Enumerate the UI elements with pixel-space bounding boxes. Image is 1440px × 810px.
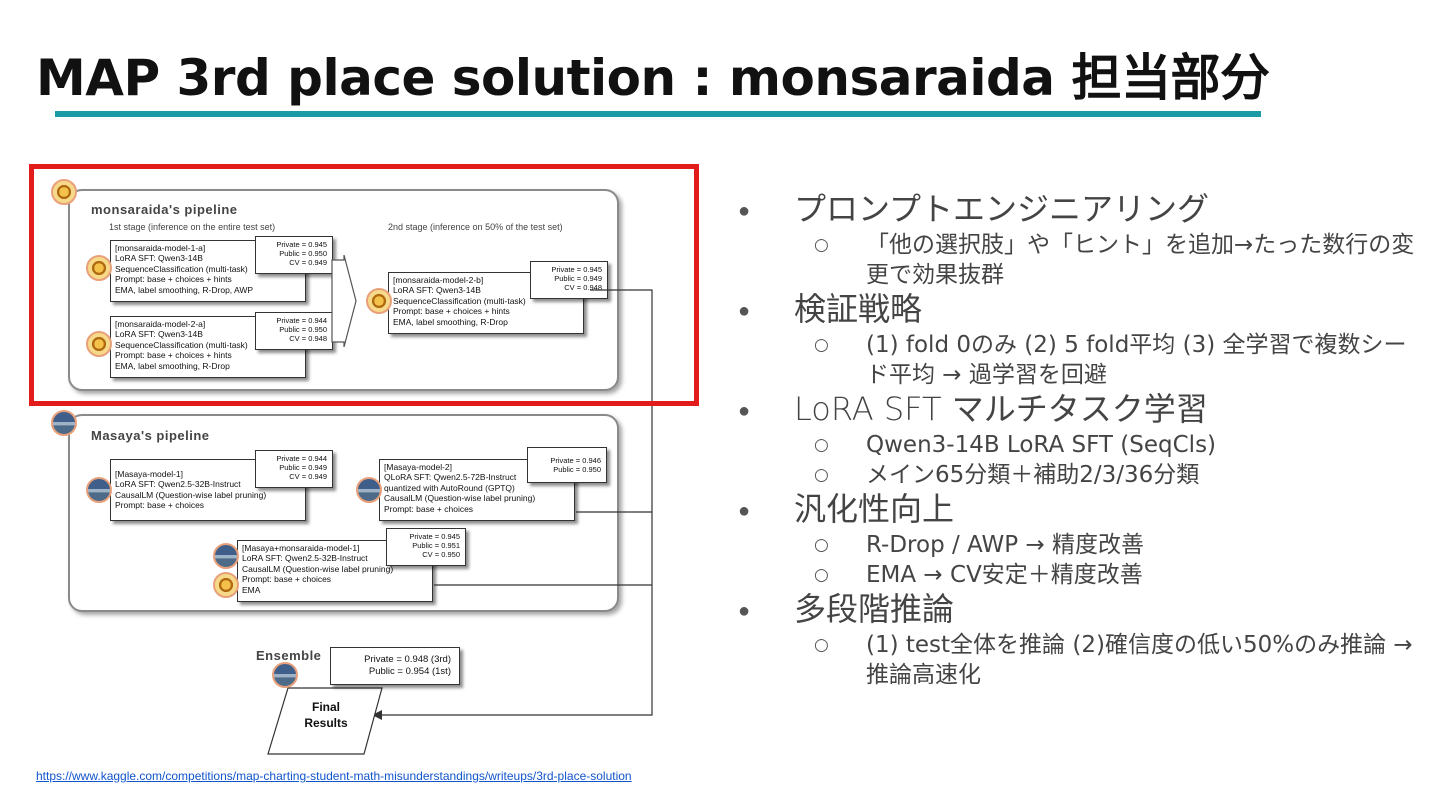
masaya-model-2-line: CausalLM (Question-wise label pruning) <box>384 493 536 504</box>
monsaraida-pipeline-title: monsaraida's pipeline <box>91 202 238 217</box>
title-underline <box>55 111 1261 117</box>
combo-model-avatar-2 <box>213 572 239 598</box>
bullet-item: 多段階推論 <box>736 590 1426 629</box>
score: CV = 0.950 <box>422 550 460 559</box>
score: Private = 0.944 <box>276 316 327 325</box>
model-2a-line: Prompt: base + choices + hints <box>115 350 232 361</box>
masaya-model-1-line: Prompt: base + choices <box>115 500 205 511</box>
model-2b-scores: Private = 0.945 Public = 0.949 CV = 0.94… <box>530 261 608 299</box>
score: CV = 0.948 <box>289 334 327 343</box>
bullet-list: プロンプトエンジニアリング 「他の選択肢」や「ヒント」を追加→たった数行の変更で… <box>736 190 1426 690</box>
sub-bullet-item: メイン65分類＋補助2/3/36分類 <box>736 460 1426 490</box>
stage2-label: 2nd stage (inference on 50% of the test … <box>388 222 563 232</box>
model-1a-line: LoRA SFT: Qwen3-14B <box>115 253 203 264</box>
model-2a-line: [monsaraida-model-2-a] <box>115 319 206 329</box>
model-2a-avatar <box>86 331 112 357</box>
model-2b-line: LoRA SFT: Qwen3-14B <box>393 285 481 296</box>
monsaraida-avatar <box>51 179 77 205</box>
masaya-pipeline-title: Masaya's pipeline <box>91 428 210 443</box>
final-results-label: Final Results <box>288 699 364 731</box>
sub-bullet-item: Qwen3-14B LoRA SFT (SeqCls) <box>736 430 1426 460</box>
final-results-shape <box>267 687 383 755</box>
final-line: Final <box>311 700 340 714</box>
score: CV = 0.948 <box>564 283 602 292</box>
slide-title: MAP 3rd place solution : monsaraida 担当部分 <box>36 49 1270 107</box>
masaya-model-2-line: [Masaya-model-2] <box>384 462 453 472</box>
model-2a-line: LoRA SFT: Qwen3-14B <box>115 329 203 340</box>
final-line: Results <box>304 716 348 730</box>
model-2b-avatar <box>366 288 392 314</box>
model-2b-line: Prompt: base + choices + hints <box>393 306 510 317</box>
score: Public = 0.950 <box>279 325 327 334</box>
model-1a-line: SequenceClassification (multi-task) <box>115 263 248 274</box>
score: Private = 0.945 <box>409 532 460 541</box>
masaya-model-2-line: Prompt: base + choices <box>384 503 474 514</box>
score: Public = 0.950 <box>279 249 327 258</box>
combo-model-line: EMA <box>242 584 261 595</box>
sub-bullet-item: 「他の選択肢」や「ヒント」を追加→たった数行の変更で効果抜群 <box>736 230 1426 290</box>
masaya-model-2-line: quantized with AutoRound (GPTQ) <box>384 482 515 493</box>
sub-bullet-item: (1) fold 0のみ (2) 5 fold平均 (3) 全学習で複数シード平… <box>736 330 1426 390</box>
model-1a-line: Prompt: base + choices + hints <box>115 274 232 285</box>
masaya-model-1-line: LoRA SFT: Qwen2.5-32B-Instruct <box>115 479 241 490</box>
model-2a-line: EMA, label smoothing, R-Drop <box>115 360 230 371</box>
score: Public = 0.954 (1st) <box>368 666 451 677</box>
bullet-item: LoRA SFT マルチタスク学習 <box>736 390 1426 429</box>
score: CV = 0.949 <box>289 472 327 481</box>
masaya-model-1-line: [Masaya-model-1] <box>115 469 184 479</box>
masaya-model-1-scores: Private = 0.944 Public = 0.949 CV = 0.94… <box>255 450 333 488</box>
score: Public = 0.949 <box>279 463 327 472</box>
sub-bullet-item: (1) test全体を推論 (2)確信度の低い50%のみ推論 → 推論高速化 <box>736 630 1426 690</box>
model-1a-avatar <box>86 255 112 281</box>
ensemble-avatar <box>272 662 298 688</box>
masaya-model-1-line: CausalLM (Question-wise label pruning) <box>115 489 267 500</box>
combo-model-scores: Private = 0.945 Public = 0.951 CV = 0.95… <box>386 528 466 566</box>
score: Public = 0.949 <box>554 274 602 283</box>
combo-model-line: LoRA SFT: Qwen2.5-32B-Instruct <box>242 553 368 564</box>
score: Private = 0.946 <box>550 456 601 465</box>
ensemble-scores: Private = 0.948 (3rd) Public = 0.954 (1s… <box>330 647 460 685</box>
masaya-model-2-scores: Private = 0.946 Public = 0.950 <box>527 447 607 483</box>
model-2b-line: SequenceClassification (multi-task) <box>393 295 526 306</box>
score: Public = 0.950 <box>553 465 601 474</box>
masaya-avatar <box>51 410 77 436</box>
highlight-box <box>29 164 699 406</box>
model-2b-line: [monsaraida-model-2-b] <box>393 275 484 285</box>
model-2a-scores: Private = 0.944 Public = 0.950 CV = 0.94… <box>255 312 333 350</box>
combo-model-line: CausalLM (Question-wise label pruning) <box>242 563 394 574</box>
combo-model-line: Prompt: base + choices <box>242 574 332 585</box>
bullet-item: 検証戦略 <box>736 290 1426 329</box>
model-1a-line: [monsaraida-model-1-a] <box>115 243 206 253</box>
score: Private = 0.945 <box>276 240 327 249</box>
sub-bullet-item: EMA → CV安定＋精度改善 <box>736 560 1426 590</box>
score: Public = 0.951 <box>412 541 460 550</box>
model-1a-scores: Private = 0.945 Public = 0.950 CV = 0.94… <box>255 236 333 274</box>
score: Private = 0.945 <box>551 265 602 274</box>
masaya-model-1-avatar <box>86 477 112 503</box>
score: Private = 0.944 <box>276 454 327 463</box>
model-2b-line: EMA, label smoothing, R-Drop <box>393 316 508 327</box>
stage-arrow <box>331 255 357 347</box>
score: Private = 0.948 (3rd) <box>364 654 451 665</box>
combo-model-line: [Masaya+monsaraida-model-1] <box>242 543 360 553</box>
masaya-model-2-line: QLoRA SFT: Qwen2.5-72B-Instruct <box>384 472 517 483</box>
model-1a-line: EMA, label smoothing, R-Drop, AWP <box>115 284 254 295</box>
masaya-model-2-avatar <box>356 477 382 503</box>
score: CV = 0.949 <box>289 258 327 267</box>
bullet-item: プロンプトエンジニアリング <box>736 190 1426 229</box>
stage1-label: 1st stage (inference on the entire test … <box>109 222 276 232</box>
ensemble-label: Ensemble <box>256 648 322 663</box>
bullet-item: 汎化性向上 <box>736 490 1426 529</box>
model-2a-line: SequenceClassification (multi-task) <box>115 339 248 350</box>
writeup-link[interactable]: https://www.kaggle.com/competitions/map-… <box>36 769 632 783</box>
sub-bullet-item: R-Drop / AWP → 精度改善 <box>736 530 1426 560</box>
combo-model-avatar-1 <box>213 543 239 569</box>
